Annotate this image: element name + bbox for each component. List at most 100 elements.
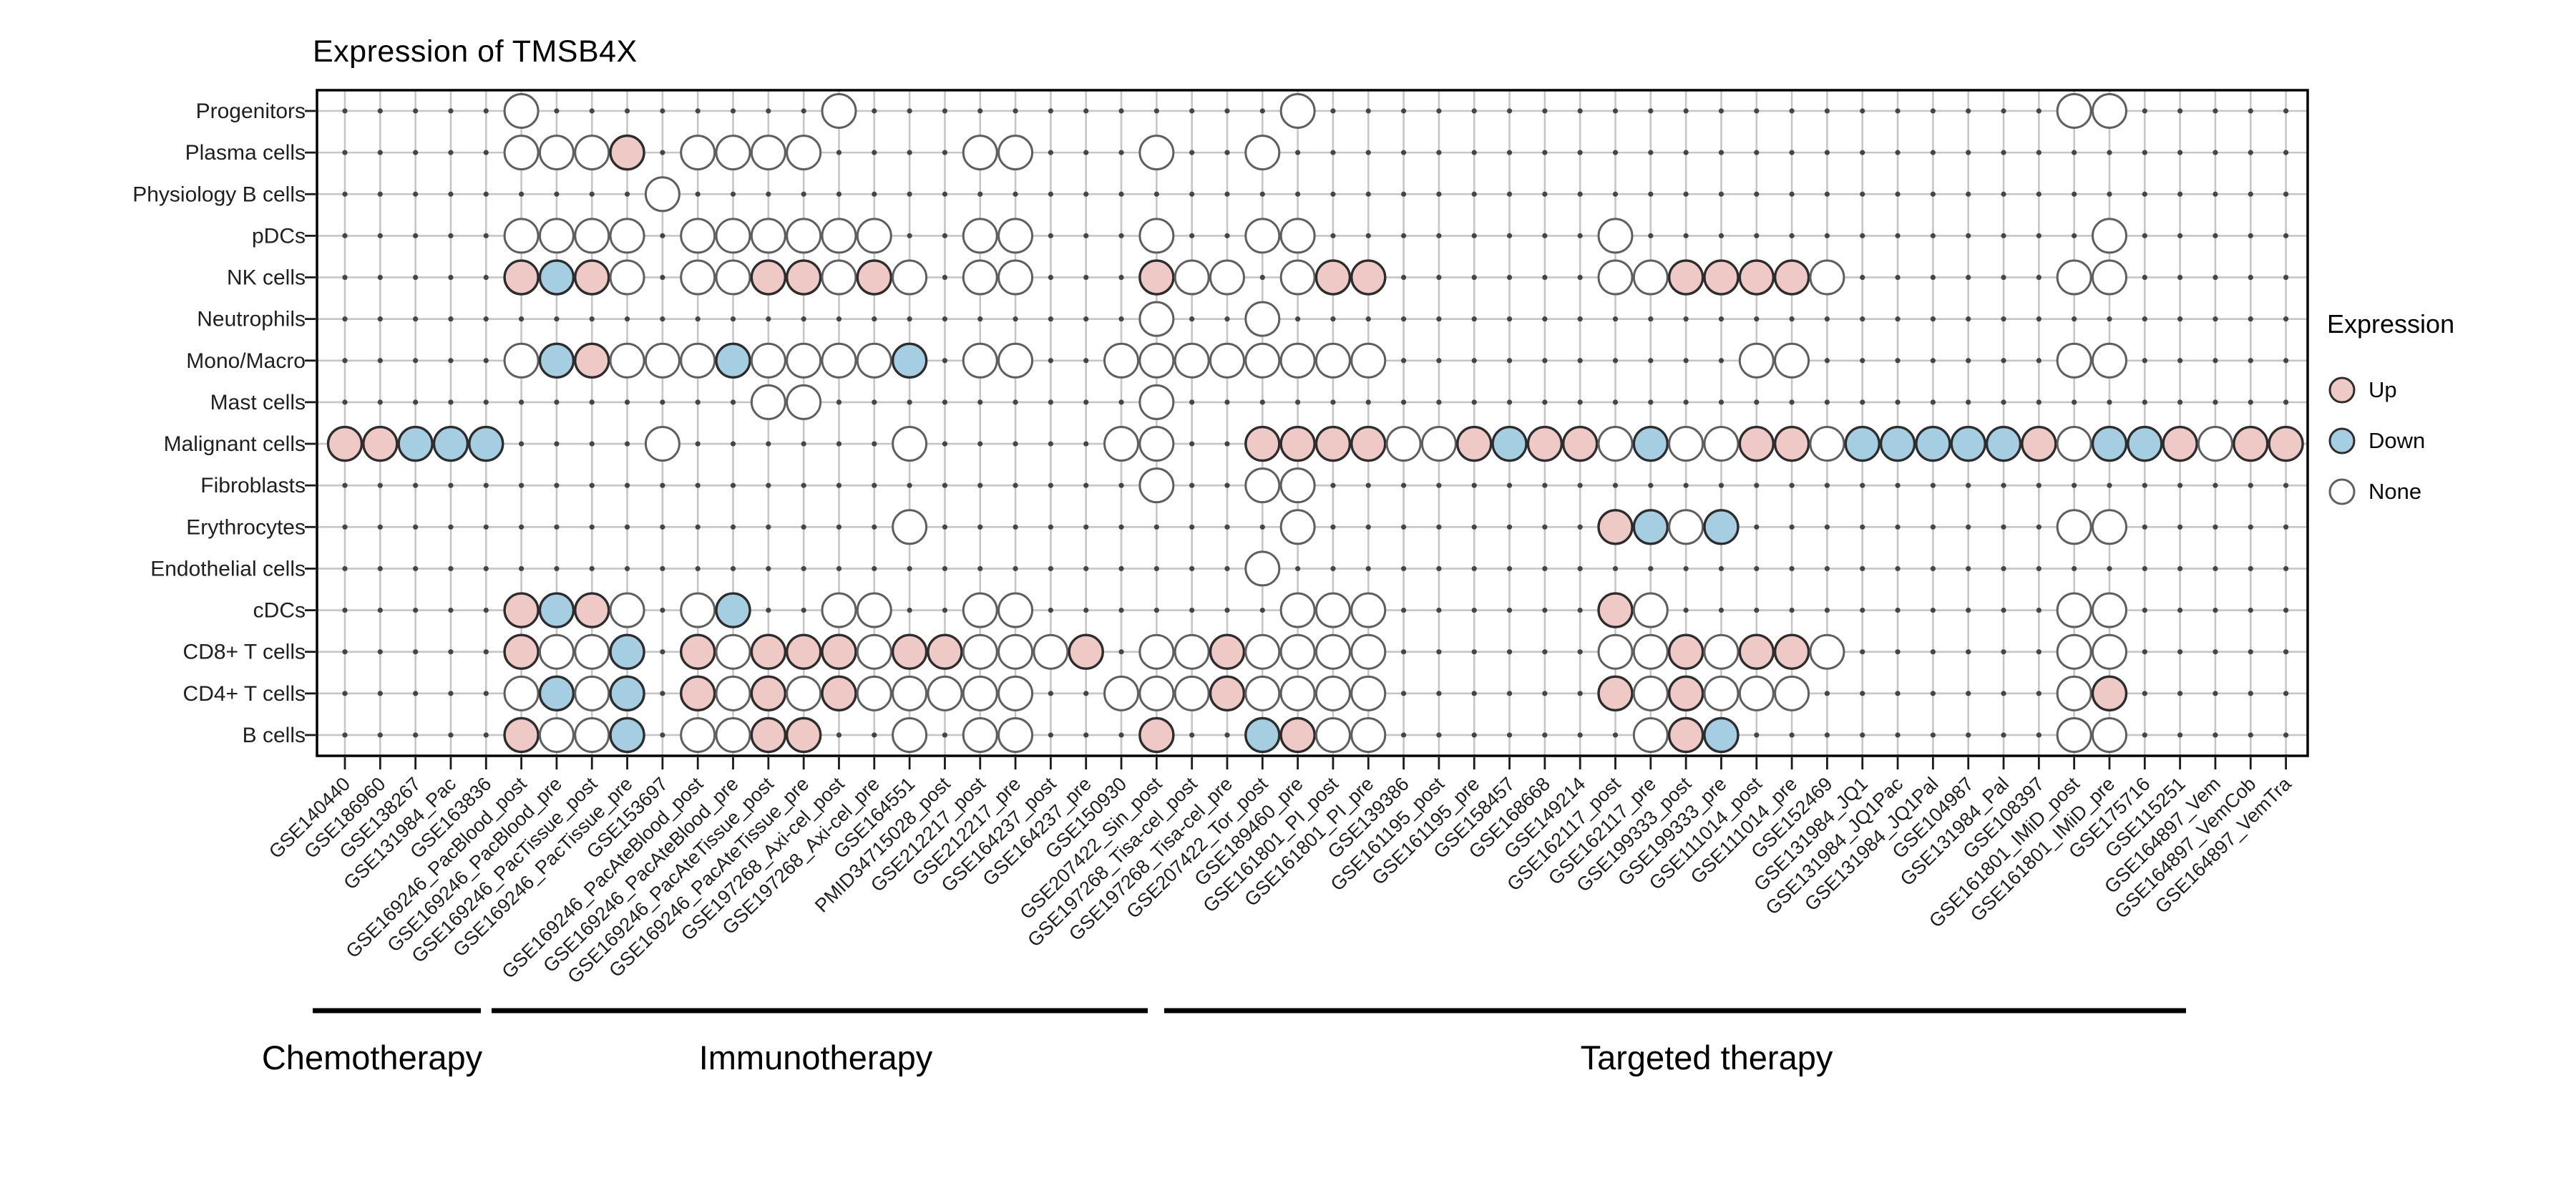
grid-dot xyxy=(2036,482,2041,488)
grid-dot xyxy=(2212,358,2218,364)
grid-dot xyxy=(1083,482,1089,488)
grid-dot xyxy=(766,191,771,197)
grid-dot xyxy=(1189,524,1195,530)
dot-up xyxy=(1209,675,1246,712)
grid-dot xyxy=(1542,274,1548,281)
grid-dot xyxy=(836,399,842,405)
dot-none xyxy=(821,259,857,296)
dot-up xyxy=(856,259,893,296)
grid-dot xyxy=(2001,150,2006,155)
grid-dot xyxy=(1718,482,1724,488)
dot-none xyxy=(2197,426,2233,462)
grid-dot xyxy=(377,732,383,738)
dot-none xyxy=(1703,675,1740,711)
dot-down xyxy=(1244,716,1281,754)
dot-none xyxy=(680,342,716,379)
dot-none xyxy=(2056,592,2092,628)
dot-up xyxy=(750,716,787,754)
dot-up xyxy=(2268,425,2304,462)
grid-dot xyxy=(766,482,771,488)
dot-none xyxy=(962,675,998,711)
dot-none xyxy=(2056,342,2092,379)
grid-dot xyxy=(2283,607,2289,613)
grid-dot xyxy=(1048,732,1053,738)
grid-dot xyxy=(1436,150,1442,155)
grid-dot xyxy=(413,565,419,572)
dot-down xyxy=(1950,425,1986,462)
grid-dot xyxy=(1189,607,1195,613)
dot-none xyxy=(997,342,1034,379)
grid-dot xyxy=(1966,358,1971,364)
grid-dot xyxy=(1083,191,1089,197)
grid-dot xyxy=(342,316,348,322)
grid-dot xyxy=(1436,482,1442,488)
grid-dot xyxy=(1471,399,1477,405)
grid-dot xyxy=(1577,108,1583,114)
grid-dot xyxy=(1718,150,1724,155)
grid-dot xyxy=(2212,607,2218,613)
grid-dot xyxy=(1295,565,1301,572)
dot-up xyxy=(574,592,610,628)
dot-none xyxy=(1138,675,1175,711)
grid-dot xyxy=(1118,233,1124,238)
grid-dot xyxy=(2142,150,2147,155)
dot-none xyxy=(715,633,751,670)
grid-dot xyxy=(1542,233,1548,238)
grid-dot xyxy=(1365,108,1371,114)
grid-dot xyxy=(2248,191,2253,197)
dot-none xyxy=(1244,633,1281,670)
dot-down xyxy=(609,633,645,670)
grid-dot xyxy=(2283,524,2289,530)
dot-none xyxy=(1244,301,1281,337)
grid-dot xyxy=(448,233,454,238)
grid-dot xyxy=(1718,565,1724,572)
grid-dot xyxy=(2001,274,2006,281)
grid-dot xyxy=(1824,691,1830,696)
grid-dot xyxy=(1648,233,1654,238)
grid-dot xyxy=(1471,108,1477,114)
grid-dot xyxy=(1048,358,1053,364)
grid-dot xyxy=(1895,233,1901,238)
grid-dot xyxy=(377,191,383,197)
grid-dot xyxy=(2283,358,2289,364)
dot-none xyxy=(538,218,575,254)
y-axis-label: cDCs xyxy=(253,599,306,623)
grid-dot xyxy=(624,482,630,488)
grid-dot xyxy=(2142,482,2147,488)
grid-dot xyxy=(942,358,948,364)
grid-dot xyxy=(1542,565,1548,572)
grid-dot xyxy=(2177,399,2183,405)
grid-dot xyxy=(1648,108,1654,114)
grid-dot xyxy=(2001,358,2006,364)
dot-up xyxy=(1314,425,1352,462)
dot-none xyxy=(1350,675,1387,711)
grid-dot xyxy=(413,482,419,488)
grid-dot xyxy=(1295,150,1301,155)
grid-dot xyxy=(1895,316,1901,322)
grid-dot xyxy=(2142,399,2147,405)
grid-dot xyxy=(1930,358,1936,364)
grid-dot xyxy=(660,732,665,738)
dot-none xyxy=(1350,592,1387,628)
dot-none xyxy=(1174,633,1210,670)
grid-dot xyxy=(342,649,348,655)
dot-none xyxy=(503,675,540,711)
dot-none xyxy=(892,716,928,753)
grid-dot xyxy=(1718,191,1724,197)
grid-dot xyxy=(1824,565,1830,572)
grid-dot xyxy=(942,565,948,572)
dot-none xyxy=(786,675,822,711)
grid-dot xyxy=(448,316,454,322)
grid-dot xyxy=(1083,441,1089,447)
grid-dot xyxy=(730,524,736,530)
grid-dot xyxy=(1471,524,1477,530)
grid-dot xyxy=(1860,691,1865,696)
grid-dot xyxy=(1471,191,1477,197)
dot-none xyxy=(715,259,751,296)
dot-up xyxy=(503,716,540,754)
dot-up xyxy=(680,675,716,712)
grid-dot xyxy=(413,607,419,613)
dot-up xyxy=(1773,259,1810,296)
grid-dot xyxy=(589,565,595,572)
